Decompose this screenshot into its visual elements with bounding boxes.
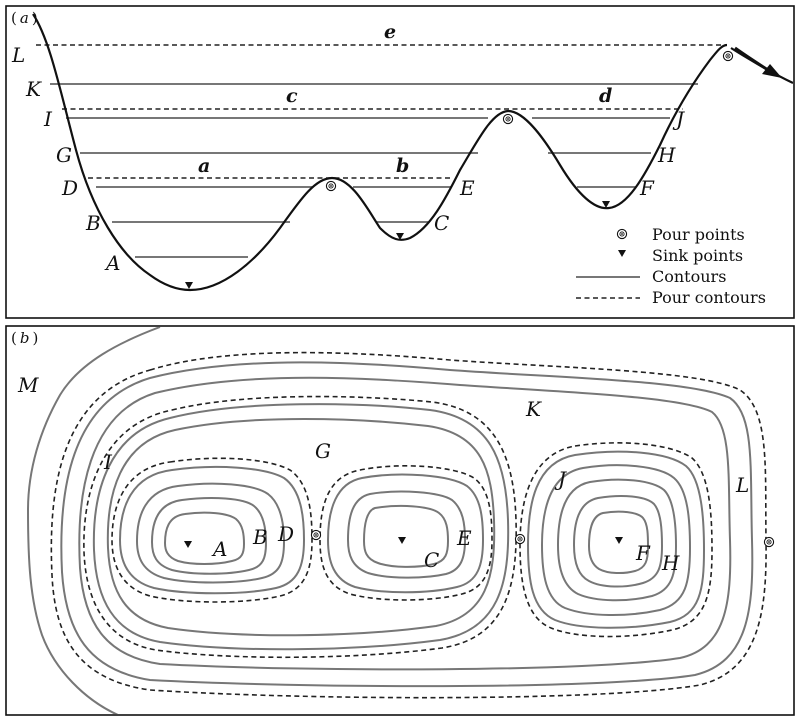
level-label-l: L — [11, 43, 25, 67]
panel-a-label: (a) — [11, 9, 38, 27]
level-label-k: K — [25, 77, 42, 101]
contour-label-c: C — [424, 548, 439, 572]
contour-c-group-1 — [346, 490, 467, 579]
legend-contours-label: Contours — [652, 267, 726, 286]
pour-contour-f — [519, 442, 713, 638]
pour-contour-c — [319, 465, 493, 601]
contour-k — [78, 376, 732, 671]
contour-label-k: K — [525, 397, 542, 421]
level-label-i: I — [43, 107, 53, 131]
contour-f-group-2 — [572, 495, 664, 588]
contour-i — [92, 403, 510, 651]
contour-g — [106, 418, 496, 637]
legend-pour-contours-label: Pour contours — [652, 288, 766, 307]
legend-pour-points-label: Pour points — [652, 225, 745, 244]
sink-point-f — [615, 537, 623, 544]
contour-label-m: M — [17, 373, 39, 397]
contour-a-group-1 — [150, 497, 268, 575]
contour-m — [26, 327, 161, 714]
contour-label-h: H — [661, 551, 680, 575]
contour-label-j: J — [554, 467, 567, 491]
outflow-arrow — [734, 46, 769, 72]
pour-contour-ac — [83, 395, 517, 659]
panel-a: (a) — [5, 5, 795, 319]
pour-point-1 — [325, 180, 337, 192]
contour-b — [135, 482, 286, 584]
panel-b-label: (b) — [11, 329, 38, 347]
contour-label-g: G — [315, 439, 331, 463]
contour-l — [60, 361, 754, 688]
sink-point-c — [396, 233, 404, 240]
pour-label-b: b — [396, 155, 409, 177]
level-label-b: B — [85, 211, 101, 235]
pour-label-a: a — [198, 155, 210, 177]
pour-label-e: e — [384, 21, 396, 43]
pour-label-c: c — [286, 85, 298, 107]
level-label-h: H — [657, 143, 676, 167]
contour-label-f: F — [635, 541, 651, 565]
pour-point-2 — [502, 113, 514, 125]
contour-label-e: E — [456, 526, 472, 550]
sink-point-a — [184, 541, 192, 548]
contour-f-group-1 — [556, 478, 678, 602]
panel-a-frame — [5, 5, 795, 319]
outflow-arrowhead — [762, 64, 782, 78]
terrain-profile — [32, 13, 728, 292]
contour-f — [587, 510, 650, 575]
sink-point-a — [185, 282, 193, 289]
contour-label-i: I — [103, 450, 113, 474]
contour-label-l: L — [735, 473, 749, 497]
pour-contour-outer — [50, 351, 767, 699]
contour-h — [526, 450, 706, 629]
level-label-g: G — [56, 143, 72, 167]
legend-sink-point-icon — [618, 250, 626, 257]
contour-e — [326, 473, 485, 594]
legend-pour-point-icon — [616, 228, 628, 240]
level-label-c: C — [434, 211, 449, 235]
level-label-a: A — [104, 251, 120, 275]
contour-label-b: B — [252, 525, 268, 549]
contour-d — [118, 465, 306, 595]
panel-b-frame — [5, 325, 795, 716]
pour-point-ij — [514, 533, 526, 545]
level-label-e: E — [459, 176, 475, 200]
sink-point-f — [602, 201, 610, 208]
pour-point-ad — [310, 529, 322, 541]
contour-label-a: A — [211, 537, 227, 561]
pour-label-d: d — [599, 85, 612, 107]
sink-point-c — [398, 537, 406, 544]
contour-label-d: D — [277, 522, 294, 546]
contour-j — [540, 464, 692, 616]
contour-a — [163, 511, 246, 565]
panel-b: (b) — [5, 325, 795, 716]
level-label-j: J — [672, 107, 685, 131]
legend: Pour points Sink points Contours Pour co… — [576, 225, 766, 307]
pour-point-3 — [722, 50, 734, 62]
pour-point-outlet — [763, 536, 775, 548]
level-label-d: D — [61, 176, 78, 200]
legend-sink-points-label: Sink points — [652, 246, 743, 265]
level-label-f: F — [639, 176, 655, 200]
contour-c — [362, 504, 450, 568]
